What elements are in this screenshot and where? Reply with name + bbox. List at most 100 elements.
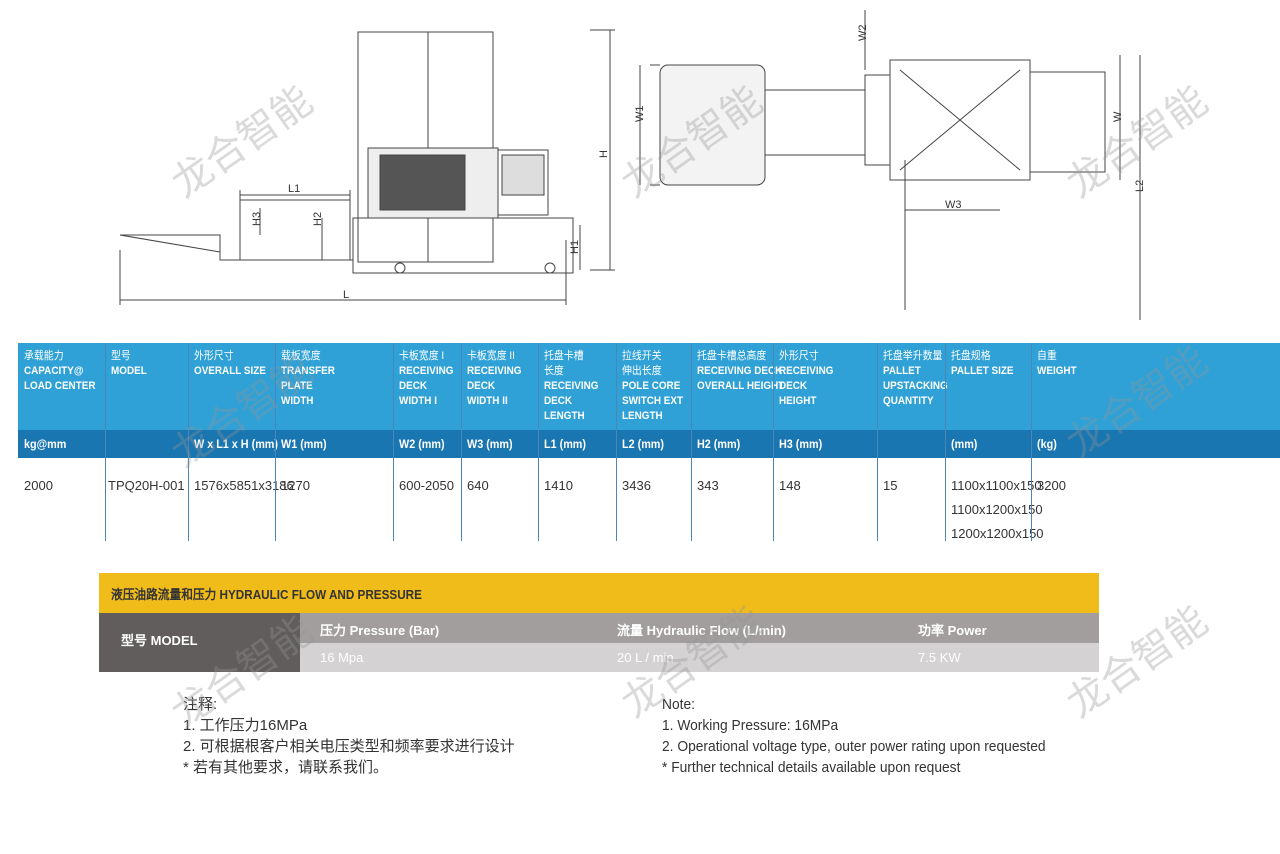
header-cn: 外形尺寸 bbox=[779, 350, 819, 362]
unit-cell: L2 (mm) bbox=[622, 437, 665, 451]
column-divider bbox=[105, 343, 106, 541]
power-header: 功率 Power bbox=[918, 623, 987, 638]
header-row bbox=[18, 343, 1280, 430]
unit-cell: (kg) bbox=[1037, 437, 1057, 451]
column-divider bbox=[877, 343, 878, 541]
header-cn: 型号 bbox=[111, 350, 131, 362]
data-cell: 1100x1100x150 1100x1200x150 1200x1200x15… bbox=[951, 478, 1044, 541]
column-header: 自重 WEIGHT bbox=[1037, 349, 1077, 379]
column-header: 拉线开关 伸出长度 POLE CORE SWITCH EXT LENGTH bbox=[622, 349, 683, 424]
notes-cn-title: 注释: bbox=[183, 696, 218, 713]
flow-value: 20 L / min bbox=[617, 650, 674, 665]
data-cell: 3200 bbox=[1037, 478, 1066, 493]
column-divider bbox=[616, 343, 617, 541]
dim-label-w1: W1 bbox=[634, 106, 646, 123]
dim-label-h2: H2 bbox=[312, 212, 324, 226]
data-cell: 1576x5851x3186 bbox=[194, 478, 294, 493]
column-divider bbox=[945, 343, 946, 541]
dim-label-w3: W3 bbox=[945, 199, 962, 211]
header-en: POLE CORE SWITCH EXT LENGTH bbox=[622, 380, 684, 422]
column-divider bbox=[773, 343, 774, 541]
notes-en-title: Note: bbox=[662, 696, 695, 713]
notes-english: Note: 1. Working Pressure: 16MPa 2. Oper… bbox=[662, 694, 1046, 778]
dim-label-w2: W2 bbox=[857, 25, 869, 42]
header-en: OVERALL SIZE bbox=[194, 365, 266, 377]
notes-cn-line: 1. 工作压力16MPa bbox=[183, 717, 308, 734]
data-cell: 600-2050 bbox=[399, 478, 454, 493]
notes-en-line: * Further technical details available up… bbox=[662, 759, 961, 776]
notes-cn-line: * 若有其他要求，请联系我们。 bbox=[183, 759, 389, 776]
header-en: RECEIVING DECK OVERALL HEIGHT bbox=[697, 365, 785, 392]
column-header: 托盘举升数量 PALLET UPSTACKING QUANTITY bbox=[883, 349, 948, 409]
header-en: CAPACITY@ LOAD CENTER bbox=[24, 365, 96, 392]
side-view-drawing: L1 H3 H2 H H1 L bbox=[119, 29, 615, 305]
notes-en-line: 2. Operational voltage type, outer power… bbox=[662, 738, 1046, 755]
header-cn: 拉线开关 伸出长度 bbox=[622, 350, 662, 377]
unit-cell: L1 (mm) bbox=[544, 437, 587, 451]
header-en: TRANSFER PLATE WIDTH bbox=[281, 365, 335, 407]
dim-label-h3: H3 bbox=[251, 212, 263, 226]
dim-label-l2: L2 bbox=[1134, 180, 1146, 192]
header-en: RECEIVING DECK HEIGHT bbox=[779, 365, 834, 407]
data-cell: TPQ20H-001 bbox=[108, 478, 185, 493]
column-divider bbox=[275, 343, 276, 541]
column-divider bbox=[538, 343, 539, 541]
column-header: 外形尺寸 OVERALL SIZE bbox=[194, 349, 266, 379]
flow-header: 流量 Hydraulic Flow (L/min) bbox=[617, 623, 787, 638]
column-header: 托盘卡槽总高度 RECEIVING DECK OVERALL HEIGHT bbox=[697, 349, 784, 394]
dim-label-h: H bbox=[598, 150, 610, 158]
notes-en-line: 1. Working Pressure: 16MPa bbox=[662, 717, 839, 734]
unit-cell: W2 (mm) bbox=[399, 437, 445, 451]
header-en: RECEIVING DECK WIDTH I bbox=[399, 365, 454, 407]
data-cell: 2000 bbox=[24, 478, 53, 493]
header-en: MODEL bbox=[111, 365, 147, 377]
hydraulic-title: 液压油路流量和压力 HYDRAULIC FLOW AND PRESSURE bbox=[111, 587, 422, 602]
header-cn: 卡板宽度 I bbox=[399, 350, 445, 362]
header-en: PALLET UPSTACKING QUANTITY bbox=[883, 365, 948, 407]
column-header: 承载能力 CAPACITY@ LOAD CENTER bbox=[24, 349, 96, 394]
unit-cell: H3 (mm) bbox=[779, 437, 823, 451]
header-cn: 卡板宽度 II bbox=[467, 350, 515, 362]
notes-chinese: 注释: 1. 工作压力16MPa 2. 可根据根客户相关电压类型和频率要求进行设… bbox=[183, 694, 515, 778]
data-cell: 1270 bbox=[281, 478, 310, 493]
column-divider bbox=[1031, 343, 1032, 541]
dim-label-h1: H1 bbox=[569, 240, 581, 254]
hydraulic-table: 液压油路流量和压力 HYDRAULIC FLOW AND PRESSURE 型号… bbox=[99, 573, 1099, 672]
column-header: 托盘规格 PALLET SIZE bbox=[951, 349, 1014, 379]
unit-cell: W x L1 x H (mm) bbox=[194, 437, 279, 451]
header-cn: 托盘举升数量 bbox=[883, 350, 943, 362]
data-cell: 343 bbox=[697, 478, 719, 493]
power-value: 7.5 KW bbox=[918, 650, 961, 665]
model-label: 型号 MODEL bbox=[121, 633, 198, 648]
column-divider bbox=[461, 343, 462, 541]
column-header: 托盘卡槽 长度 RECEIVING DECK LENGTH bbox=[544, 349, 598, 424]
unit-row bbox=[18, 430, 1280, 458]
data-cell: 15 bbox=[883, 478, 898, 493]
dim-label-w: W bbox=[1112, 111, 1124, 122]
notes-cn-line: 2. 可根据根客户相关电压类型和频率要求进行设计 bbox=[183, 738, 515, 755]
column-header: 型号 MODEL bbox=[111, 349, 147, 379]
header-cn: 承载能力 bbox=[24, 350, 64, 362]
header-cn: 托盘规格 bbox=[951, 350, 991, 362]
unit-cell: kg@mm bbox=[24, 437, 67, 451]
data-cell: 148 bbox=[779, 478, 801, 493]
data-cell: 3436 bbox=[622, 478, 651, 493]
column-divider bbox=[188, 343, 189, 541]
pressure-header: 压力 Pressure (Bar) bbox=[320, 623, 440, 638]
header-en: RECEIVING DECK LENGTH bbox=[544, 380, 599, 422]
header-en: PALLET SIZE bbox=[951, 365, 1014, 377]
header-en: RECEIVING DECK WIDTH II bbox=[467, 365, 522, 407]
column-header: 载板宽度 TRANSFER PLATE WIDTH bbox=[281, 349, 335, 409]
header-cn: 载板宽度 bbox=[281, 350, 321, 362]
column-divider bbox=[393, 343, 394, 541]
header-cn: 自重 bbox=[1037, 350, 1057, 362]
unit-cell: W3 (mm) bbox=[467, 437, 513, 451]
pressure-value: 16 Mpa bbox=[320, 650, 364, 665]
data-cell: 1410 bbox=[544, 478, 573, 493]
unit-cell: W1 (mm) bbox=[281, 437, 327, 451]
column-divider bbox=[691, 343, 692, 541]
column-header: 卡板宽度 I RECEIVING DECK WIDTH I bbox=[399, 349, 453, 409]
unit-cell: H2 (mm) bbox=[697, 437, 741, 451]
unit-cell: (mm) bbox=[951, 437, 978, 451]
column-header: 外形尺寸 RECEIVING DECK HEIGHT bbox=[779, 349, 833, 409]
